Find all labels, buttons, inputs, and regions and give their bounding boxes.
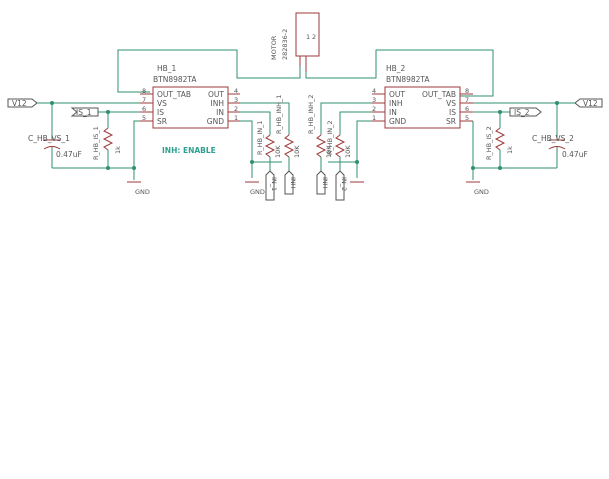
hb2-pin-label: GND <box>389 117 406 126</box>
hb2-pin-label: OUT <box>389 90 405 99</box>
c-hb-vs2-value: 0.47uF <box>562 150 588 159</box>
r-hb-in2 <box>334 134 346 158</box>
is1-label[interactable] <box>70 107 99 117</box>
inh1-label[interactable] <box>284 170 294 195</box>
hb2-pin-num: 8 <box>465 87 469 95</box>
hb1-pin-label: IS <box>157 108 164 117</box>
hb1-name: HB_1 <box>157 64 177 73</box>
r-hb-in2-value: 10K <box>344 145 352 158</box>
v12-left-text: V12 <box>12 99 27 108</box>
motor-wires <box>117 49 494 97</box>
hb1-pin-num: 7 <box>142 96 146 104</box>
hb2-name: HB_2 <box>386 64 406 73</box>
r-hb-is1-name: R_HB_IS_1 <box>92 126 100 160</box>
hb1-part: BTN8982TA <box>153 75 197 84</box>
hb1-pin-num: 1 <box>234 114 238 122</box>
r-hb-is2-value: 1k <box>506 146 514 154</box>
r-hb-inh1 <box>283 134 295 158</box>
hb2-pin-num: 3 <box>372 96 376 104</box>
hb2-pin-label: IN <box>389 108 397 117</box>
r-hb-in1-name: R_HB_IN_1 <box>256 120 264 155</box>
r-hb-in2-name: R_HB_IN_2 <box>326 120 334 155</box>
inh-enable-note: INH: ENABLE <box>162 146 216 155</box>
hb2-pin-label: SR <box>446 117 456 126</box>
r-hb-in1-value: 10K <box>274 145 282 158</box>
hb1-right-nets: GND R_HB_IN_1 10K R_HB_INH_1 10K IN_1 IN… <box>240 95 301 201</box>
hb2-pin-label: OUT_TAB <box>422 90 456 99</box>
r-hb-is1 <box>102 127 114 151</box>
inh2-text: INH <box>321 177 329 189</box>
in2-label[interactable] <box>335 170 345 201</box>
gnd-right-text: GND <box>474 188 489 196</box>
gnd-hb1-text: GND <box>250 188 265 196</box>
hb1-pin-label: OUT_TAB <box>157 90 191 99</box>
hb1-pin-label: GND <box>207 117 224 126</box>
in2-text: IN_2 <box>340 177 348 191</box>
motor-connector[interactable]: 1 2 MOTOR 282836-2 <box>270 12 320 72</box>
motor-pin1-num: 1 <box>306 33 310 41</box>
hb1-pin-label: OUT <box>208 90 224 99</box>
is2-text: IS_2 <box>514 108 530 117</box>
gnd-left-text: GND <box>135 188 150 196</box>
hb2-part: BTN8982TA <box>386 75 430 84</box>
is2-label[interactable] <box>509 107 542 117</box>
hb1-pin-num: 8 <box>142 87 146 95</box>
hb1-pin-label: VS <box>157 99 167 108</box>
hb2-chip[interactable]: HB_2 BTN8982TA 4 3 2 1 OUT INH IN GND 8 … <box>372 64 473 129</box>
inh1-text: INH <box>289 177 297 189</box>
r-hb-inh2-name: R_HB_INH_2 <box>307 95 315 134</box>
hb2-pin-label: IS <box>449 108 456 117</box>
c-hb-vs1-name: C_HB_VS_1 <box>28 134 70 143</box>
r-hb-inh1-name: R_HB_INH_1 <box>275 95 283 134</box>
hb1-pin-num: 5 <box>142 114 146 122</box>
v12-left-label[interactable] <box>7 98 38 108</box>
hb2-pin-num: 7 <box>465 96 469 104</box>
hb2-pin-num: 5 <box>465 114 469 122</box>
hb1-pin-num: 2 <box>234 105 238 113</box>
hb2-pin-num: 2 <box>372 105 376 113</box>
r-hb-in1 <box>264 134 276 158</box>
hb1-pin-label: SR <box>157 117 167 126</box>
right-power-nets: V12 C_HB_VS_2 0.47uF IS_2 R_HB_IS_2 1k G… <box>466 98 603 196</box>
motor-name: MOTOR <box>270 35 278 60</box>
r-hb-inh2 <box>315 134 327 158</box>
v12-right-text: V12 <box>583 99 598 108</box>
hb2-left-nets: R_HB_INH_2 10K R_HB_IN_2 10K INH IN_2 <box>307 95 372 201</box>
hb2-pin-label: INH <box>389 99 402 108</box>
motor-pin2-num: 2 <box>312 33 316 41</box>
hb1-chip[interactable]: HB_1 BTN8982TA 8 7 6 5 OUT_TAB VS IS SR … <box>140 64 240 129</box>
hb1-pin-num: 3 <box>234 96 238 104</box>
c-hb-vs2-plate <box>548 146 566 150</box>
hb1-pin-num: 4 <box>234 87 238 95</box>
r-hb-is2-name: R_HB_IS_2 <box>485 126 493 160</box>
motor-value: 282836-2 <box>281 29 289 60</box>
inh2-label[interactable] <box>316 170 326 195</box>
hb1-pin-label: IN <box>216 108 224 117</box>
v12-right-label[interactable] <box>574 98 603 108</box>
c-hb-vs1-value: 0.47uF <box>56 150 82 159</box>
in1-label[interactable] <box>265 170 275 201</box>
hb2-pin-num: 6 <box>465 105 469 113</box>
c-hb-vs1-plate <box>43 146 61 150</box>
r-hb-is1-value: 1k <box>114 146 122 154</box>
is1-text: IS_1 <box>76 108 92 117</box>
r-hb-inh2-value: 10K <box>325 145 333 158</box>
r-hb-inh1-value: 10K <box>293 145 301 158</box>
hb2-pin-num: 1 <box>372 114 376 122</box>
c-hb-vs2-name: C_HB_VS_2 <box>532 134 574 143</box>
hb2-pin-num: 4 <box>372 87 376 95</box>
r-hb-is2 <box>494 127 506 151</box>
left-power-nets: V12 C_HB_VS_1 0.47uF IS_1 R_HB_IS_1 1k G… <box>7 98 150 196</box>
hb1-pin-label: INH <box>211 99 224 108</box>
in1-text: IN_1 <box>270 177 278 191</box>
hb2-pin-label: VS <box>446 99 456 108</box>
hb1-pin-num: 6 <box>142 105 146 113</box>
